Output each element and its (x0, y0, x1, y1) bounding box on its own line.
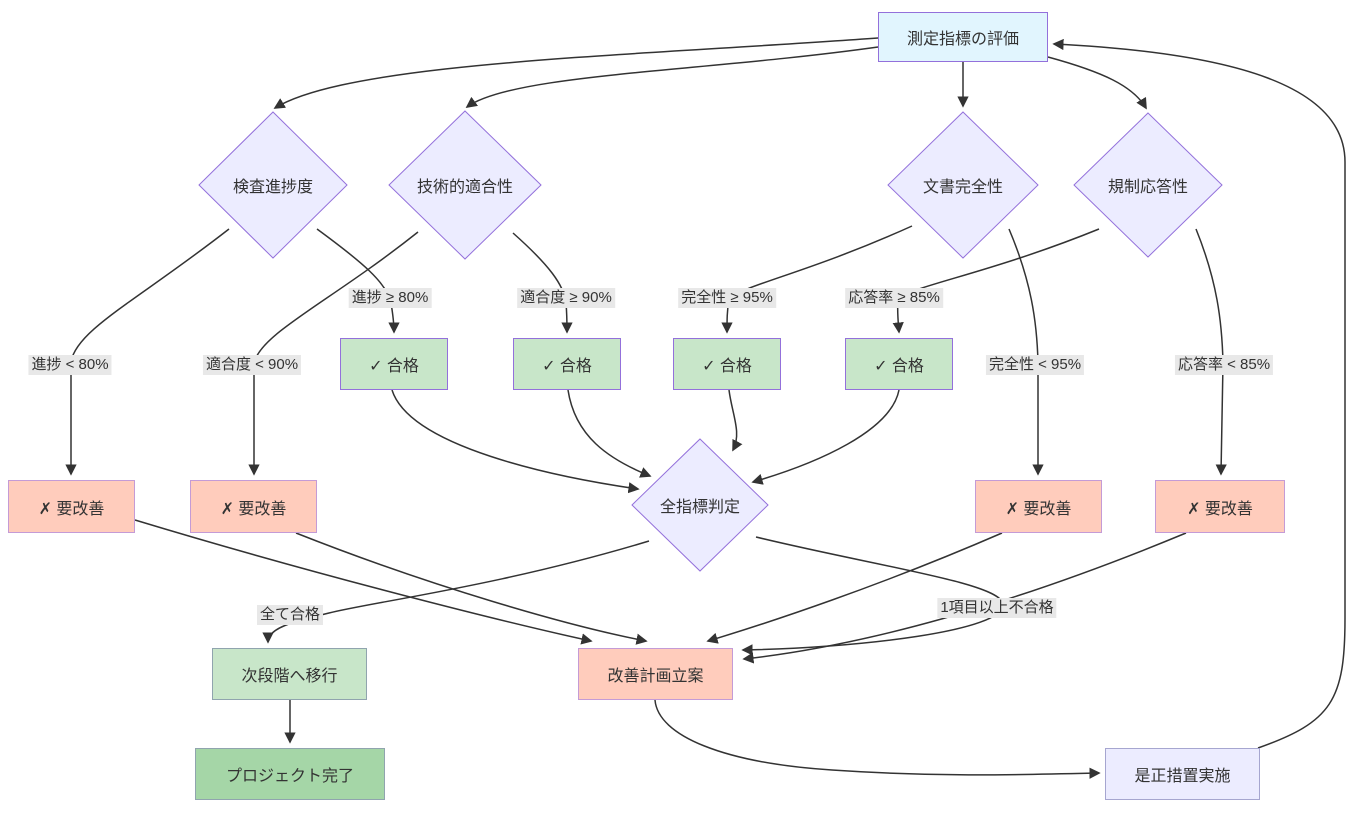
edge-progress-to-fail1 (65, 228, 230, 476)
edge-pass1-to-judge (391, 389, 640, 494)
node-project-complete: プロジェクト完了 (195, 748, 385, 800)
edge-label-technical-ge: 適合度 ≥ 90% (517, 288, 615, 308)
node-next-stage: 次段階へ移行 (212, 648, 367, 700)
edge-fail4-to-improve (742, 532, 1187, 664)
edge-label-progress-lt: 進捗 < 80% (28, 355, 112, 375)
edge-technical-to-pass2 (512, 232, 573, 334)
edge-label-document-lt: 完全性 < 95% (985, 355, 1085, 375)
edge-eval-to-regulatory (1047, 56, 1147, 110)
node-improvement-plan: 改善計画立案 (578, 648, 733, 700)
node-eval-metrics: 測定指標の評価 (878, 12, 1048, 62)
decision-judge-shape (631, 438, 769, 572)
edge-pass4-to-judge (751, 389, 900, 485)
decision-doc-completeness-label: 文書完全性 (922, 179, 1004, 196)
edge-judge-to-improve (741, 536, 1004, 656)
edge-eval-to-progress (273, 37, 879, 109)
edge-fail1-to-improve (134, 519, 593, 645)
edge-label-progress-ge: 進捗 ≥ 80% (348, 288, 432, 308)
decision-all-metrics-label: 全指標判定 (659, 499, 741, 516)
decision-regulatory-shape (1073, 112, 1223, 258)
edge-document-to-fail3 (1008, 228, 1044, 476)
edge-eval-to-technical (465, 46, 879, 108)
edge-label-all-pass: 全て合格 (256, 605, 324, 625)
decision-progress-shape (198, 111, 348, 259)
node-pass-regulatory: ✓ 合格 (845, 338, 953, 390)
edge-label-any-fail: 1項目以上不合格 (937, 598, 1057, 618)
edge-judge-to-next-stage (262, 540, 650, 644)
edge-regulatory-to-pass4 (892, 228, 1100, 334)
decision-technical-fit-label: 技術的適合性 (416, 179, 514, 196)
edge-progress-to-pass1 (316, 228, 400, 334)
edge-label-regulatory-lt: 応答率 < 85% (1174, 355, 1274, 375)
node-pass-progress: ✓ 合格 (340, 338, 448, 390)
edge-pass3-to-judge (728, 389, 743, 452)
node-pass-document: ✓ 合格 (673, 338, 781, 390)
edge-regulatory-to-fail4 (1195, 228, 1227, 476)
node-corrective-action: 是正措置実施 (1105, 748, 1260, 800)
edge-fail2-to-improve (295, 532, 648, 645)
node-fail-document: ✗ 要改善 (975, 480, 1102, 533)
edge-label-regulatory-ge: 応答率 ≥ 85% (845, 288, 943, 308)
edge-improve-to-corrective (654, 699, 1101, 779)
edge-pass2-to-judge (567, 389, 652, 478)
edge-label-technical-lt: 適合度 < 90% (202, 355, 302, 375)
decision-inspection-progress-label: 検査進捗度 (232, 179, 314, 196)
edge-label-document-ge: 完全性 ≥ 95% (678, 288, 776, 308)
node-fail-progress: ✗ 要改善 (8, 480, 135, 533)
decision-technical-shape (388, 110, 542, 260)
decision-diamonds (198, 110, 1223, 572)
edge-fail3-to-improve (706, 532, 1003, 644)
edge-corrective-to-eval (1052, 38, 1346, 749)
node-fail-technical: ✗ 要改善 (190, 480, 317, 533)
edge-document-to-pass3 (721, 225, 913, 334)
decision-regulatory-response-label: 規制応答性 (1107, 179, 1189, 196)
node-fail-regulatory: ✗ 要改善 (1155, 480, 1285, 533)
decision-document-shape (887, 111, 1039, 259)
node-pass-technical: ✓ 合格 (513, 338, 621, 390)
